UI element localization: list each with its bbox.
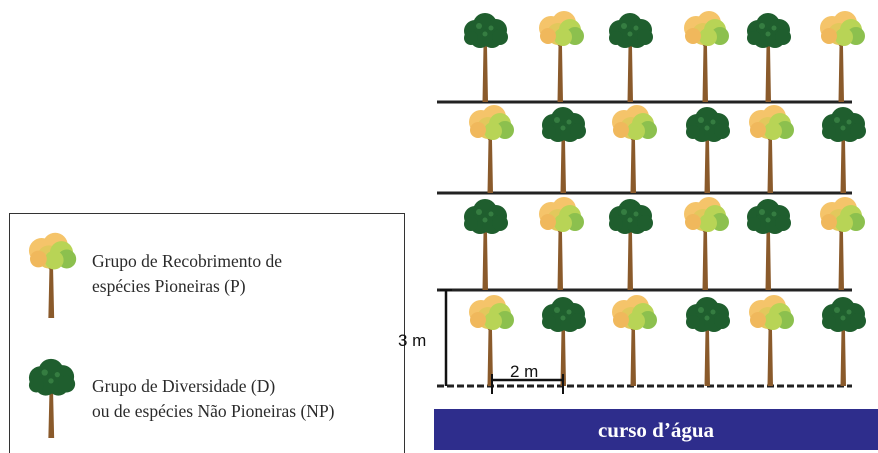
pioneer-tree xyxy=(749,295,794,386)
water-course-label: curso d’água xyxy=(597,418,715,442)
pioneer-tree-icon xyxy=(28,232,77,318)
diversity-tree xyxy=(822,107,866,193)
diversity-tree xyxy=(464,13,508,102)
diversity-tree xyxy=(542,107,586,193)
spacing-measurements xyxy=(440,289,564,394)
pioneer-tree xyxy=(469,295,514,386)
pioneer-tree xyxy=(539,11,584,102)
legend-box: Grupo de Recobrimento de espécies Pionei… xyxy=(9,213,405,453)
pioneer-tree xyxy=(28,232,77,318)
diversity-tree xyxy=(686,107,730,193)
diversity-tree xyxy=(686,297,730,386)
legend-diversity-line1: Grupo de Diversidade (D) xyxy=(92,376,276,396)
pioneer-tree xyxy=(469,105,514,193)
pioneer-tree xyxy=(684,11,729,102)
diversity-tree xyxy=(28,358,76,438)
diversity-tree xyxy=(747,199,791,290)
planting-rows xyxy=(437,11,866,388)
water-course: curso d’água xyxy=(434,409,878,450)
diversity-tree xyxy=(822,297,866,386)
legend-pioneer-text: Grupo de Recobrimento de espécies Pionei… xyxy=(92,249,282,299)
legend-pioneer-line2: espécies Pioneiras (P) xyxy=(92,276,246,296)
legend-diversity-line2: ou de espécies Não Pioneiras (NP) xyxy=(92,401,335,421)
diversity-tree xyxy=(609,13,653,102)
legend-pioneer-line1: Grupo de Recobrimento de xyxy=(92,251,283,271)
diversity-tree xyxy=(464,199,508,290)
pioneer-tree xyxy=(749,105,794,193)
diversity-tree-icon xyxy=(28,358,76,438)
diversity-tree xyxy=(542,297,586,386)
legend-diversity-text: Grupo de Diversidade (D) ou de espécies … xyxy=(92,374,335,424)
diversity-tree xyxy=(609,199,653,290)
pioneer-tree xyxy=(684,197,729,290)
pioneer-tree xyxy=(612,105,657,193)
pioneer-tree xyxy=(820,197,865,290)
pioneer-tree xyxy=(612,295,657,386)
tree-spacing-label: 2 m xyxy=(510,362,539,381)
row-spacing-label: 3 m xyxy=(398,331,427,350)
pioneer-tree xyxy=(820,11,865,102)
diversity-tree xyxy=(747,13,791,102)
pioneer-tree xyxy=(539,197,584,290)
